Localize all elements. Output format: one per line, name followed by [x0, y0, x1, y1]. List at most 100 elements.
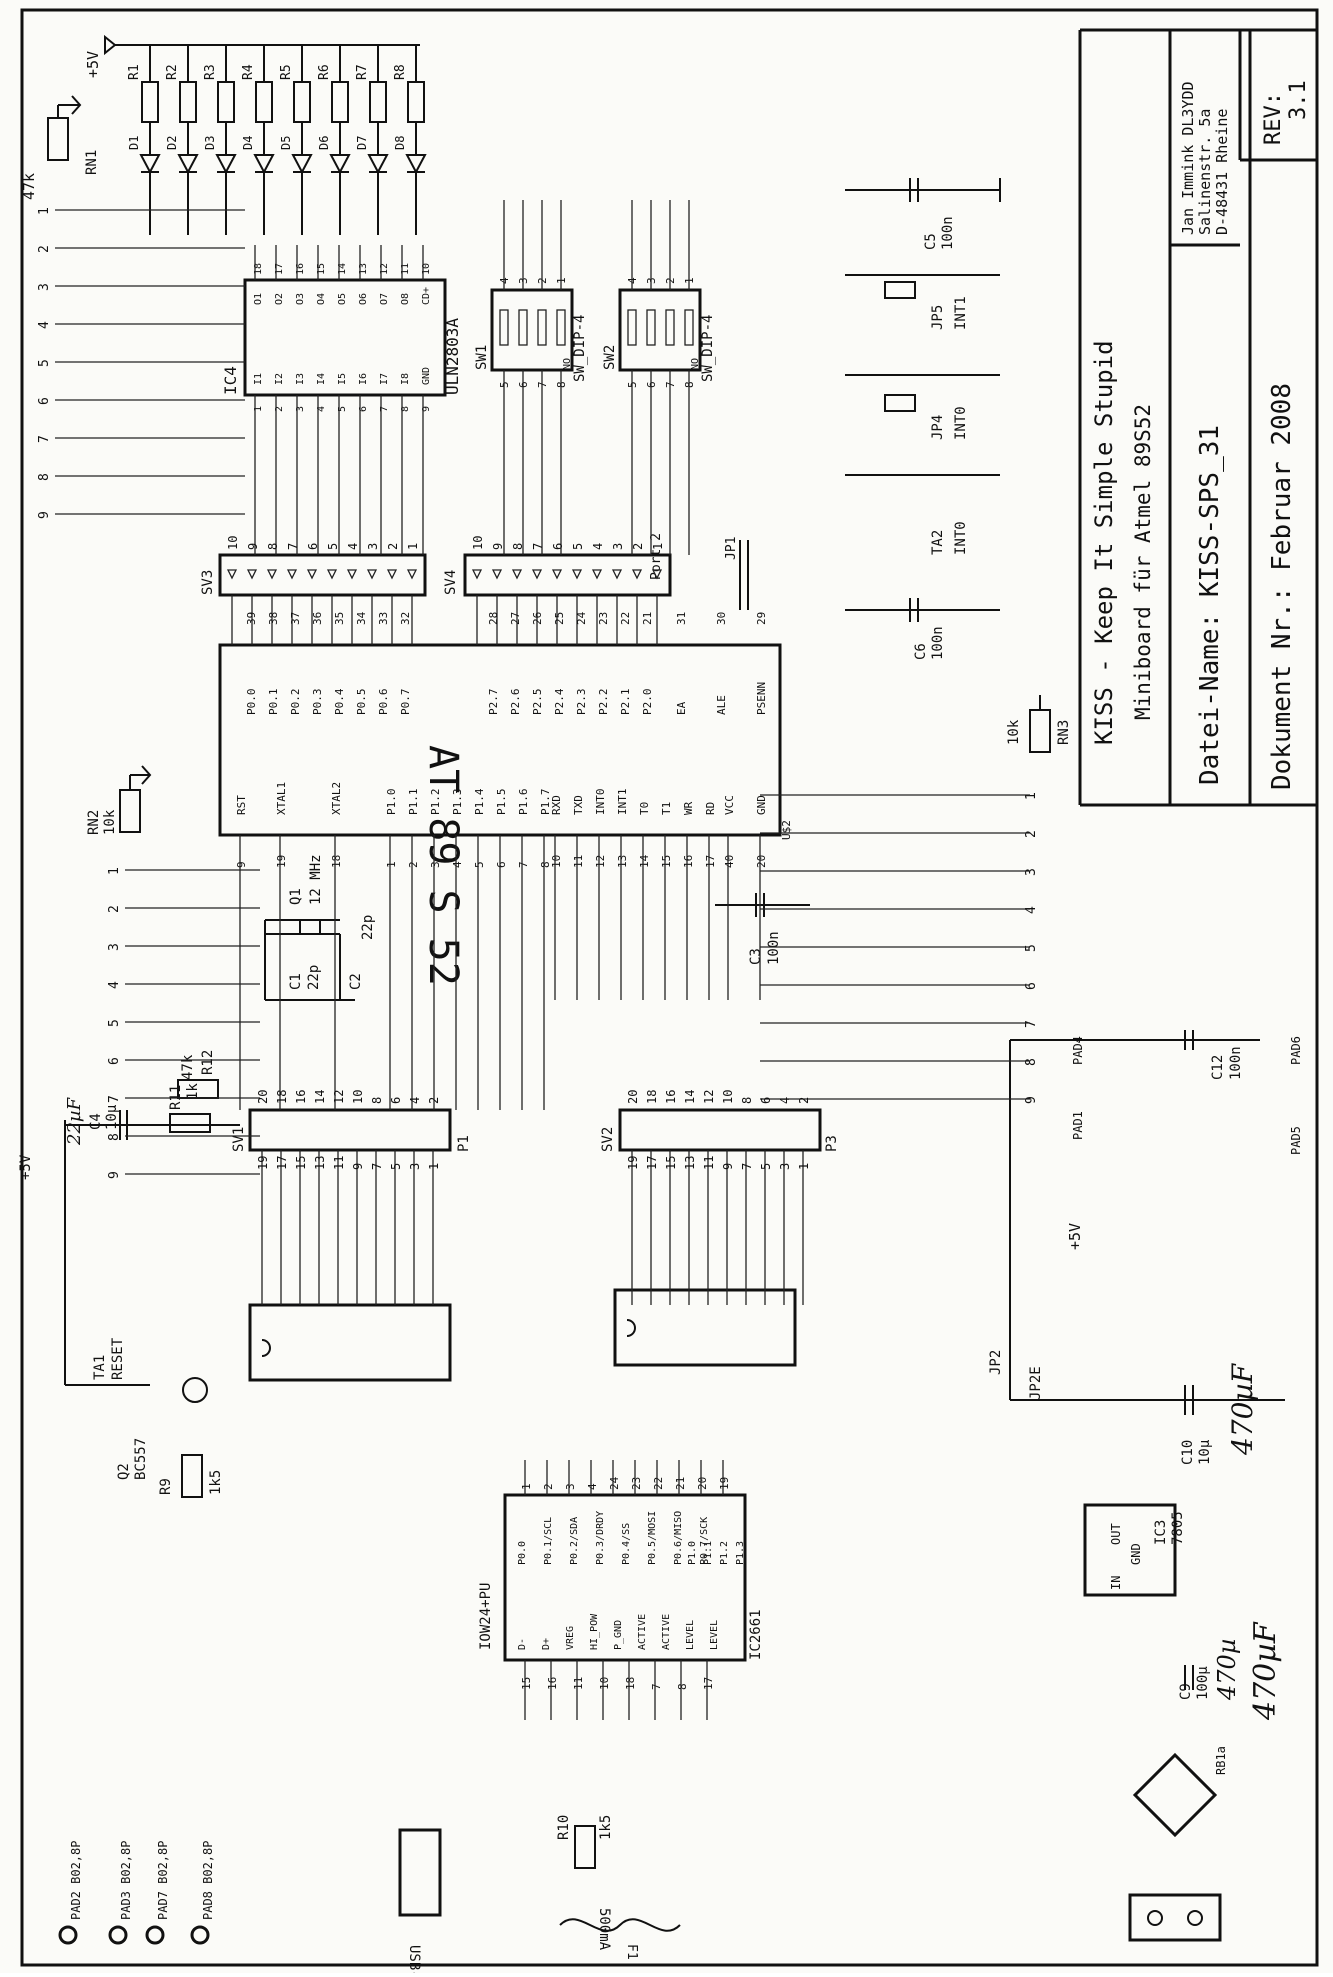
usb-ic-topnum-9: 19: [718, 1477, 731, 1490]
ta1-val: RESET: [110, 1337, 126, 1380]
rn1-ref: RN1: [84, 150, 100, 175]
sv3-pin-8: 8: [266, 543, 280, 550]
supply-label-reset: +5V: [18, 1154, 34, 1180]
resistor-label-1: R1: [127, 64, 142, 80]
pad-label-2: PAD2 B02,8P: [69, 1841, 83, 1920]
sv3-pin-7: 7: [286, 543, 300, 550]
q2-val: BC557: [133, 1438, 149, 1480]
rn2-pin-5: 5: [107, 1019, 122, 1027]
rn3-pin-1: 1: [1024, 792, 1039, 800]
ic3-out: OUT: [1109, 1523, 1123, 1545]
usb-ic-topnum-2: 3: [564, 1483, 577, 1490]
mcu-bpin-WR: WR: [682, 801, 695, 815]
mcu-bpin-XTAL1: XTAL1: [275, 782, 288, 815]
ic4-name: ULN2803A: [443, 318, 462, 395]
sv4-pin-5: 5: [571, 543, 585, 550]
ic4-in-1: I1: [253, 373, 264, 385]
header-sv4[interactable]: SV4 Port 2 JP1: [443, 533, 749, 610]
generated-pins: R1D1R2D2R3D3R4D4R5D5R6D6R7D7R8D8O118O217…: [37, 45, 1039, 1720]
sv3-pin-arrow: [226, 569, 238, 580]
sv2-pin-4: 4: [778, 1097, 792, 1104]
mcu-pin-num-P2.5: 26: [531, 612, 544, 625]
project-subtitle: Miniboard für Atmel 89S52: [1131, 404, 1155, 720]
sv4-pin-2: 2: [631, 543, 645, 550]
sv1-pin-6: 6: [389, 1097, 403, 1104]
pad-label-7: PAD7 B02,8P: [156, 1841, 170, 1920]
header-sv1[interactable]: SV1 P1: [231, 1108, 472, 1152]
usb-ic-rpin-0: P1.0: [687, 1541, 698, 1565]
page-frame: [20, 8, 1319, 1967]
ic4-out-8: O8: [400, 293, 411, 305]
mcu-pin-P0.0: P0.0: [245, 689, 258, 716]
mcu-bpin-RXD: RXD: [550, 795, 563, 815]
usb-ic-bpin-2: VREG: [565, 1626, 576, 1650]
ic4-out-num-5: 14: [337, 263, 348, 275]
mcu-pin-num-P0.0: 39: [245, 612, 258, 625]
sv1-pin-15: 15: [294, 1156, 308, 1170]
sv3-pin-arrow: [266, 569, 278, 580]
sw1-type: SW_DIP-4: [572, 315, 588, 382]
sv1-pin-17: 17: [275, 1156, 289, 1170]
header-sv3[interactable]: SV3: [200, 553, 427, 597]
sv2-pin-2: 2: [797, 1097, 811, 1104]
usb-ic-bpin-6: ACTIVE: [661, 1614, 672, 1650]
pad5-label: PAD5: [1289, 1126, 1303, 1155]
pad-7: [145, 1925, 165, 1945]
rn2-pin-8: 8: [107, 1133, 122, 1141]
led-label-8: D8: [393, 136, 407, 150]
sv1-pin-1: 1: [427, 1163, 441, 1170]
dip-switch-sw1[interactable]: SW1 SW_DIP-4 NO: [474, 288, 588, 382]
mcu-pin-num-P2.1: 22: [619, 612, 632, 625]
sv1-pin-11: 11: [332, 1156, 346, 1170]
ic4-out-7: O7: [379, 293, 390, 305]
ic4-out-num-3: 16: [295, 263, 306, 275]
mcu-pin-P0.3: P0.3: [311, 689, 324, 716]
sv4-pin-9: 9: [491, 543, 505, 550]
mcu-pin-num-P0.4: 35: [333, 612, 346, 625]
sv1-pin-8: 8: [370, 1097, 384, 1104]
usb-connector[interactable]: USB-BW: [398, 1828, 442, 1977]
ic4-in-6: I6: [358, 373, 369, 385]
r11-val: 1k: [185, 1083, 201, 1100]
led-7: [367, 154, 389, 175]
header-sv2[interactable]: SV2 P3: [600, 1108, 840, 1152]
p3-ref: P3: [824, 1135, 840, 1152]
mcu-bpin-num-RXD: 10: [550, 855, 563, 868]
f1-ref: F1: [624, 1944, 639, 1960]
led-label-4: D4: [241, 136, 255, 150]
pad-label-3: PAD3 B02,8P: [119, 1841, 133, 1920]
jp5-ref: JP5: [930, 305, 946, 330]
dip-switch-sw2[interactable]: SW2 SW_DIP-4 NO: [602, 288, 716, 382]
sw1-no-label: NO: [562, 358, 573, 370]
mcu-bpin-num-TXD: 11: [572, 855, 585, 868]
mcu-pin-num-P0.1: 38: [267, 612, 280, 625]
author-name: Jan Immink DL3YDD: [1179, 81, 1197, 235]
ic4-in-num-7: 7: [379, 406, 390, 412]
usb-ic-botnum-2: 11: [572, 1677, 585, 1690]
led-8: [405, 154, 427, 175]
resistor-7: [369, 81, 387, 123]
mcu-bpin-num-P1.5: 6: [495, 861, 508, 868]
sv4-pin-arrow: [631, 569, 643, 580]
mcu-pin-num-P0.3: 36: [311, 612, 324, 625]
mount-pads: PAD2 B02,8P PAD3 B02,8P PAD7 B02,8P PAD8…: [58, 1841, 215, 1945]
usb-ic-topnum-6: 22: [652, 1477, 665, 1490]
rn2-pin-7: 7: [107, 1095, 122, 1103]
sv4-pin-4: 4: [591, 543, 605, 550]
fuse-f1: 500mA F1: [559, 1908, 681, 1960]
rn1-pin-9: 9: [37, 511, 52, 519]
mcu-pin-P2.1: P2.1: [619, 689, 632, 716]
rn1-pin-1: 1: [37, 207, 52, 215]
c10-note: 470µF: [1226, 1362, 1259, 1456]
mcu-pin-EA: EA: [675, 701, 688, 715]
pad1-label: PAD1: [1071, 1111, 1085, 1140]
sv4-pin-10: 10: [471, 536, 485, 550]
c1-val: 22p: [306, 965, 322, 990]
resistor-5: [293, 81, 311, 123]
sw2-ref: SW2: [602, 345, 618, 370]
mcu-bpin-XTAL2: XTAL2: [330, 782, 343, 815]
sv2-pin-5: 5: [759, 1163, 773, 1170]
rn2-pin-9: 9: [107, 1171, 122, 1179]
r10-ref: R10: [556, 1815, 572, 1840]
mcu-pin-ALE: ALE: [715, 695, 728, 715]
